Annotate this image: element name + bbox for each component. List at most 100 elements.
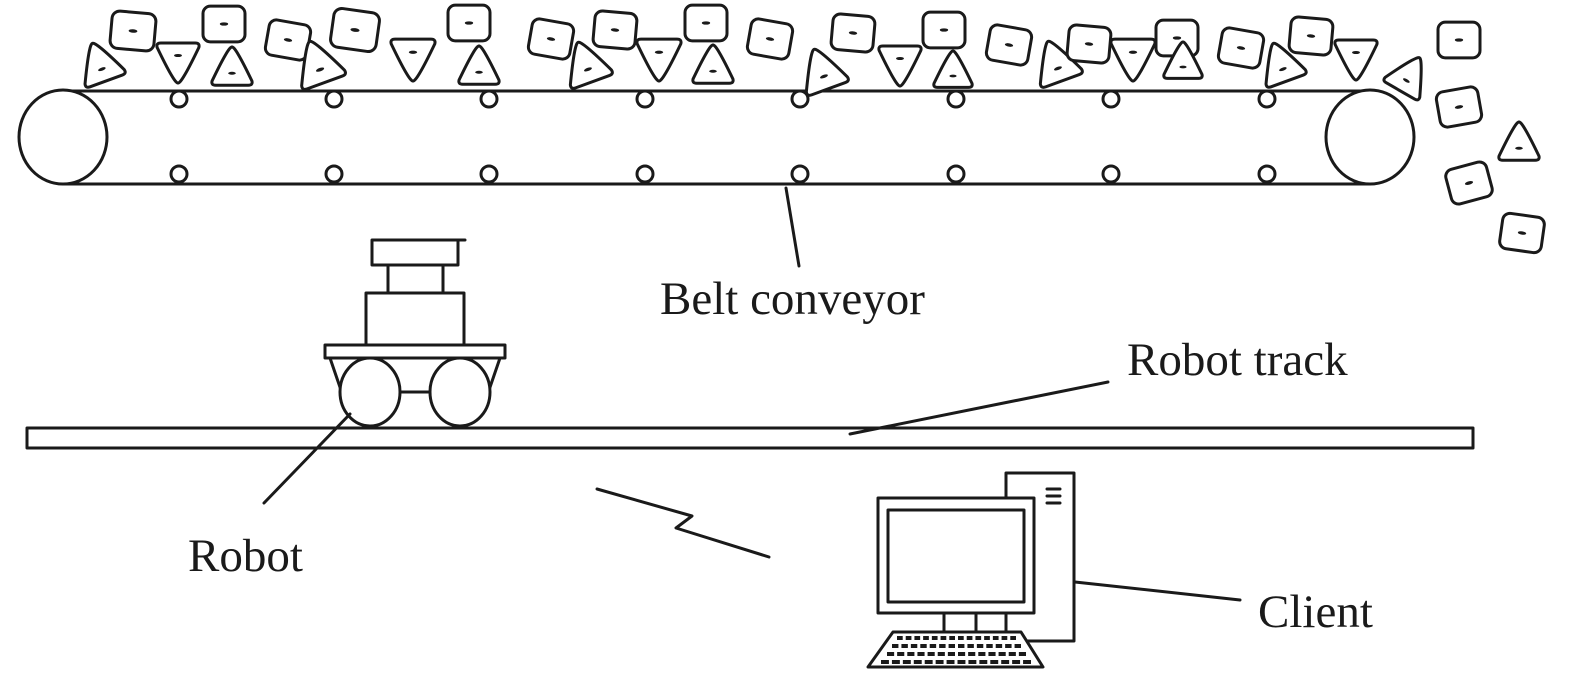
keyboard-key [949,636,955,640]
belt-conveyor [17,88,1416,186]
keyboard-key [1005,644,1012,648]
keyboard-key [946,660,955,664]
idler-roller [1101,89,1121,109]
keyboard-key [957,660,966,664]
keyboard-key [1001,660,1010,664]
ore-piece [108,9,158,53]
monitor [876,496,1036,615]
keyboard-key [984,636,990,640]
ore-piece [635,37,683,83]
keyboard-keys [881,636,1031,664]
keyboard-key [914,636,921,640]
ore-piece [984,23,1034,67]
ore-piece [683,3,729,43]
ore-piece [446,3,492,43]
ore-piece [932,49,974,89]
keyboard-key [887,652,895,656]
keyboard-key [937,652,945,656]
keyboard-key [958,652,966,656]
robot-label: Robot [188,530,303,582]
keyboard-key [923,636,929,640]
ore-piece [1444,160,1494,206]
robot-platform [323,343,507,360]
keyboard-key [905,636,912,640]
keyboard-key [939,644,946,648]
ore-piece [1382,56,1423,102]
keyboard-key [978,652,986,656]
idler-roller [324,164,344,184]
idler-roller [1101,164,1121,184]
keyboard-key [1010,636,1016,640]
keyboard-key [979,660,988,664]
keyboard-key [968,652,976,656]
right-roller [1324,88,1416,186]
ore-piece [1109,37,1157,83]
left-roller [17,88,109,186]
idler-roller [790,89,810,109]
ore-piece [389,37,437,83]
keyboard-key [881,660,889,664]
ore-piece [804,47,850,97]
ore-piece [921,10,967,50]
ore-piece [745,17,795,61]
keyboard-key [917,652,925,656]
keyboard-key [907,652,915,656]
idler-roller [1257,89,1277,109]
ore-pieces [83,3,1546,255]
idler-roller [946,164,966,184]
keyboard-key [992,636,999,640]
idler-roller [169,89,189,109]
ore-piece [591,9,639,51]
idler-roller [635,164,655,184]
ore-piece [1287,15,1335,57]
belt-conveyor-leader [784,186,801,268]
ore-piece [210,45,254,87]
keyboard-key [990,660,999,664]
client-label: Client [1258,586,1373,638]
ore-piece [1216,26,1266,70]
robot-top-sensor [370,238,460,267]
idler-roller [479,89,499,109]
robot-body [364,291,466,347]
keyboard-key [897,636,903,640]
keyboard-key [1001,636,1008,640]
keyboard-key [902,660,911,664]
client-leader [1073,580,1242,602]
keyboard-key [1018,652,1026,656]
ore-piece [568,40,614,90]
robot-leader [262,412,352,505]
keyboard-key [892,644,899,648]
keyboard-key [929,644,937,648]
keyboard-key [940,636,947,640]
monitor-stand [942,611,978,634]
belt-conveyor-label: Belt conveyor [660,273,925,325]
keyboard-key [966,636,973,640]
keyboard-key [998,652,1006,656]
wireless-link-icon [595,487,771,559]
keyboard-icon [866,630,1045,669]
idler-roller [169,164,189,184]
ore-piece [1162,40,1204,80]
idler-roller [324,89,344,109]
robot-track [25,426,1475,450]
ore-piece [1434,85,1484,129]
ore-piece [526,17,576,61]
keyboard-key [976,644,984,648]
ore-piece [691,43,735,85]
ore-piece [1065,23,1113,65]
ore-piece [1436,20,1482,60]
keyboard-key [927,652,935,656]
monitor-screen [886,508,1026,604]
keyboard-key [958,636,964,640]
robot-neck [386,263,445,295]
keyboard-key [901,644,908,648]
keyboard-key [891,660,900,664]
keyboard-key [1014,644,1021,648]
keyboard-key [935,660,944,664]
idler-roller [790,164,810,184]
idler-roller [479,164,499,184]
ore-piece [201,4,247,44]
keyboard-key [920,644,927,648]
keyboard-key [924,660,933,664]
ore-piece [83,41,127,89]
